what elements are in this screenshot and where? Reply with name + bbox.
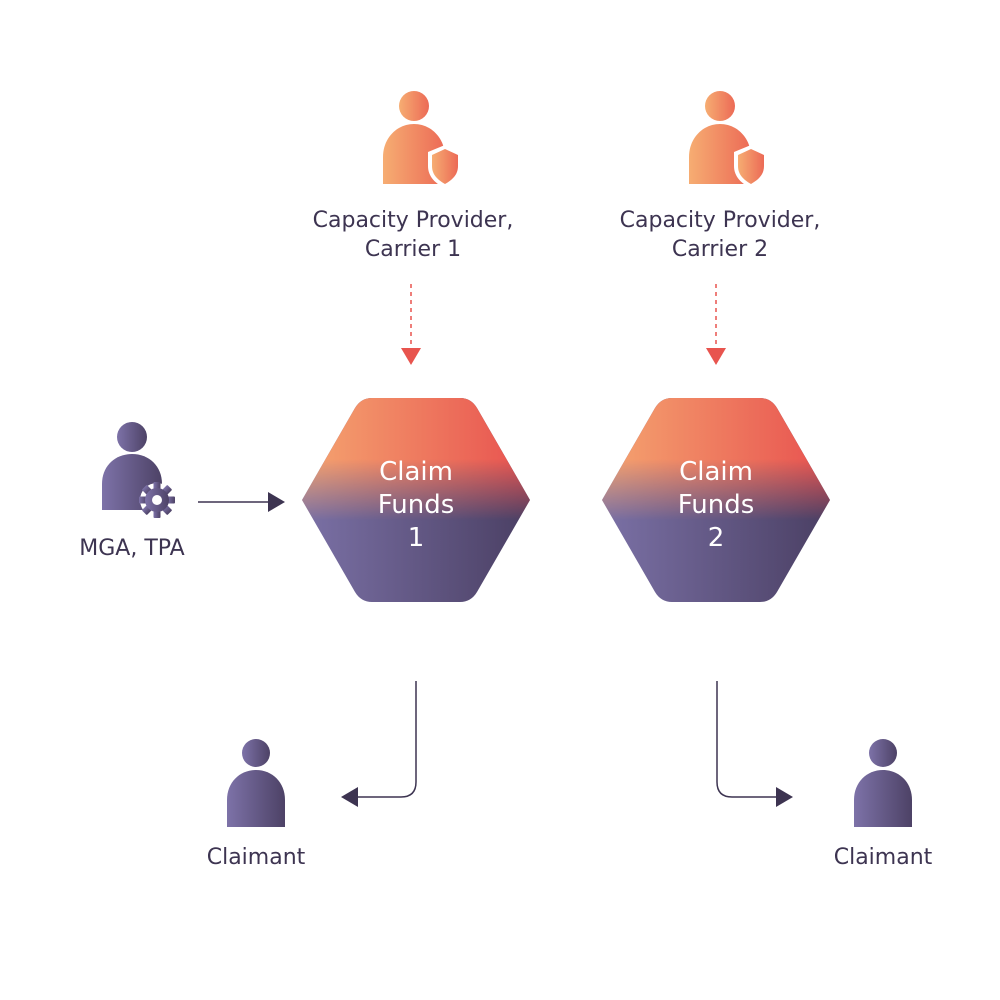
- user-icon: [227, 739, 285, 827]
- user-icon: [854, 739, 912, 827]
- fund1-label-line3: 1: [408, 523, 425, 553]
- fund1-label-line1: Claim: [379, 457, 453, 487]
- fund1-label-line2: Funds: [378, 490, 455, 520]
- claimant1-label: Claimant: [207, 845, 306, 870]
- carrier2-label-line2: Carrier 2: [672, 237, 768, 262]
- user-shield-icon: [689, 91, 768, 188]
- carrier1-label-line2: Carrier 1: [365, 237, 461, 262]
- fund1-to-claimant1-arrow: [341, 681, 417, 807]
- carrier1-to-fund1-arrow: [401, 284, 421, 365]
- fund2-label-line1: Claim: [679, 457, 753, 487]
- fund2-label-line3: 2: [708, 523, 725, 553]
- mga-label: MGA, TPA: [79, 536, 184, 561]
- fund2-to-claimant2-arrow: [716, 681, 793, 807]
- carrier2-to-fund2-arrow: [706, 284, 726, 365]
- claim-funds-1-hexagon: [302, 398, 530, 602]
- carrier2-label-line1: Capacity Provider,: [620, 208, 821, 233]
- user-shield-icon: [383, 91, 462, 188]
- fund2-label-line2: Funds: [678, 490, 755, 520]
- carrier1-label-line1: Capacity Provider,: [313, 208, 514, 233]
- claimant2-label: Claimant: [834, 845, 933, 870]
- mga-to-fund1-arrow: [198, 492, 285, 512]
- claim-funds-2-hexagon: [602, 398, 830, 602]
- user-gear-icon: [102, 422, 175, 518]
